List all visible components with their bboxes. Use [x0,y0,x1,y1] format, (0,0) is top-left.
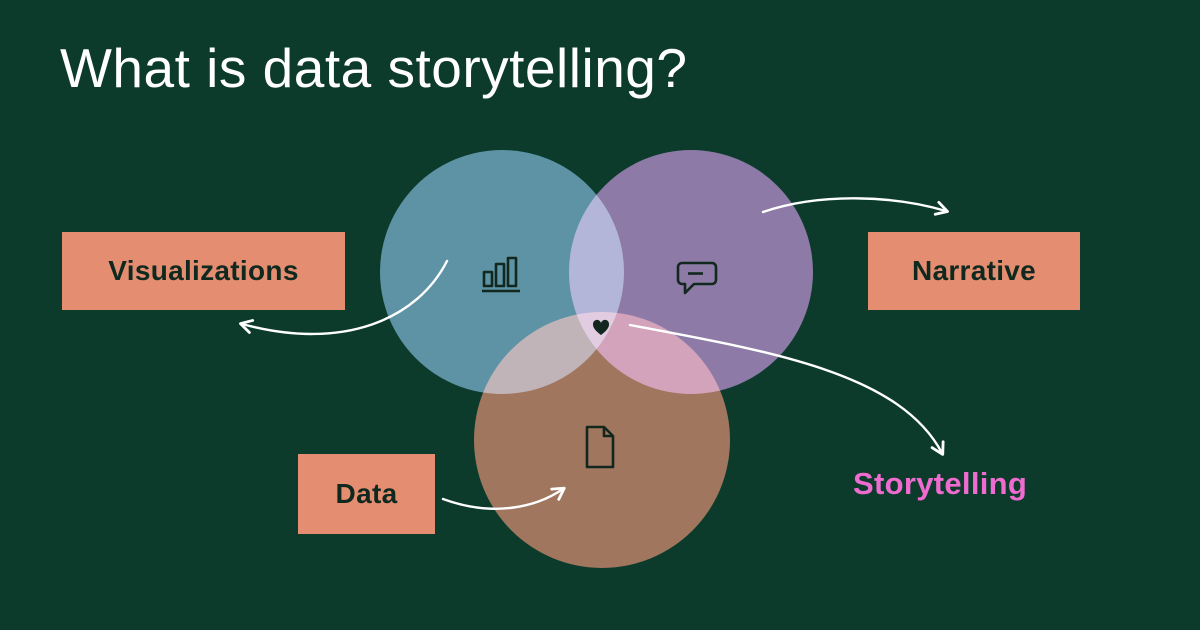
label-narrative-text: Narrative [911,255,1037,286]
label-visualizations: Visualizations [62,232,345,310]
speech-bubble-icon [674,258,722,298]
label-data-text: Data [335,478,398,509]
page-title: What is data storytelling? [60,37,688,99]
label-data: Data [298,454,435,534]
label-visualizations-text: Visualizations [108,255,299,286]
document-icon [581,423,619,471]
heart-icon [592,319,610,336]
bar-chart-icon [477,252,527,298]
label-narrative: Narrative [868,232,1080,310]
label-storytelling: Storytelling [853,466,1028,501]
